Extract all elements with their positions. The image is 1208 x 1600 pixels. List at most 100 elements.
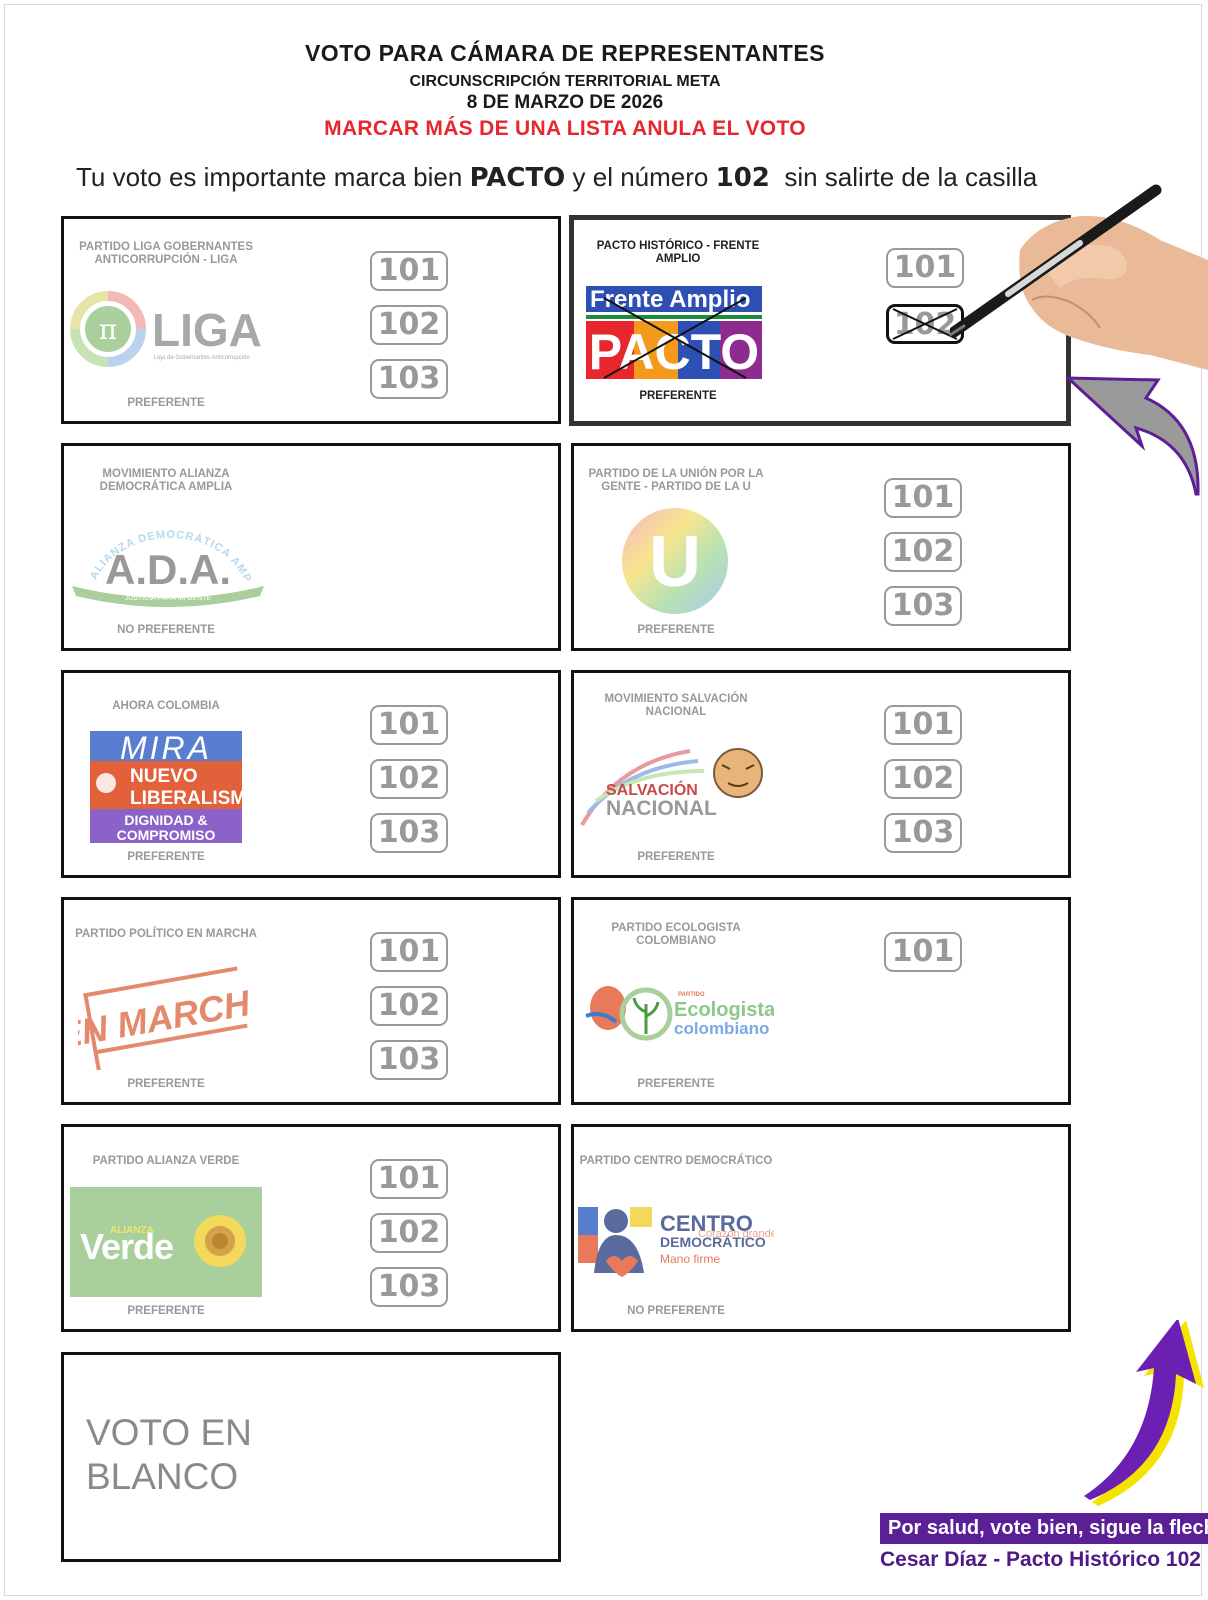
party-card-pacto[interactable]: PACTO HISTÓRICO - FRENTE AMPLIO Frente A… [569, 215, 1071, 426]
party-card-salvacion-nacional[interactable]: MOVIMIENTO SALVACIÓN NACIONAL SALVACIÓN … [571, 670, 1071, 878]
candidate-102[interactable]: 102 [370, 986, 448, 1026]
preferente-label: PREFERENTE [127, 851, 205, 863]
preferente-label: PREFERENTE [127, 1305, 205, 1317]
election-date: 8 DE MARZO DE 2026 [466, 92, 664, 113]
eco-partido-text: PARTIDO [678, 992, 705, 998]
candidate-103[interactable]: 103 [370, 359, 448, 399]
party-name: AHORA COLOMBIA [112, 700, 220, 712]
preferente-label: PREFERENTE [637, 1078, 715, 1090]
ada-logo-sub: JUSTICIA PARA MI GENTE [125, 595, 212, 602]
no-preferente-label: NO PREFERENTE [117, 624, 215, 636]
party-name: PARTIDO LIGA GOBERNANTES ANTICORRUPCIÓN … [79, 241, 253, 266]
nacional-text: NACIONAL [606, 797, 717, 820]
alianza-verde-logo: ALIANZA Verde [70, 1187, 262, 1297]
party-card-ahora-colombia[interactable]: AHORA COLOMBIA MIRA NUEVO LIBERALISMO DI… [61, 670, 561, 878]
blank-vote-label: VOTO EN BLANCO [86, 1411, 252, 1499]
party-name: PARTIDO POLÍTICO EN MARCHA [75, 928, 257, 940]
candidate-103[interactable]: 103 [884, 586, 962, 626]
candidate-101[interactable]: 101 [370, 251, 448, 291]
party-name: MOVIMIENTO ALIANZA DEMOCRÁTICA AMPLIA [99, 468, 233, 493]
candidate-103[interactable]: 103 [370, 813, 448, 853]
candidate-101[interactable]: 101 [884, 932, 962, 972]
candidate-102[interactable]: 102 [370, 305, 448, 345]
candidate-101[interactable]: 101 [370, 1159, 448, 1199]
verde-text: Verde [80, 1226, 173, 1267]
circunscripcion: CIRCUNSCRIPCIÓN TERRITORIAL META [409, 73, 721, 90]
party-name: PARTIDO ALIANZA VERDE [92, 1155, 240, 1167]
ada-logo: ALIANZA DEMOCRÁTICA AMPLIA A.D.A. JUSTIC… [66, 505, 266, 610]
hand-with-pen-icon [950, 184, 1208, 370]
party-card-ecologista[interactable]: PARTIDO ECOLOGISTA COLOMBIANO PARTIDO Ec… [571, 897, 1071, 1105]
liga-logo-text: LIGA [152, 304, 262, 356]
intro-line: Tu voto es importante marca bien PACTO y… [76, 162, 1076, 193]
salvacion-text: SALVACIÓN [606, 780, 698, 799]
party-name: PARTIDO DE LA UNIÓN POR LA GENTE - PARTI… [588, 468, 764, 493]
pacto-logo-top: Frente Amplio [590, 286, 750, 313]
verde-alianza-text: ALIANZA [110, 1225, 154, 1236]
dignidad-text: DIGNIDAD & [124, 812, 207, 828]
eco-colombiano-text: colombiano [674, 1019, 769, 1038]
compromiso-text: COMPROMISO [117, 827, 216, 843]
party-name: MOVIMIENTO SALVACIÓN NACIONAL [604, 693, 748, 718]
ecologista-logo: PARTIDO Ecologista colombiano [578, 972, 776, 1052]
candidate-102[interactable]: 102 [884, 532, 962, 572]
intro-text-3: sin salirte de la casilla [784, 162, 1038, 192]
la-u-logo-text: U [649, 522, 701, 602]
party-name: PARTIDO CENTRO DEMOCRÁTICO [579, 1155, 773, 1167]
curved-arrow-purple-icon [1084, 1320, 1204, 1506]
party-card-liga[interactable]: PARTIDO LIGA GOBERNANTES ANTICORRUPCIÓN … [61, 216, 561, 424]
ballot-frame [4, 4, 1202, 1596]
candidate-103[interactable]: 103 [370, 1040, 448, 1080]
ada-logo-text: A.D.A. [105, 546, 231, 593]
party-card-ada[interactable]: MOVIMIENTO ALIANZA DEMOCRÁTICA AMPLIA AL… [61, 443, 561, 651]
candidate-101[interactable]: 101 [370, 705, 448, 745]
party-card-la-u[interactable]: PARTIDO DE LA UNIÓN POR LA GENTE - PARTI… [571, 443, 1071, 651]
pacto-logo: Frente Amplio PACTO [586, 286, 766, 382]
mano-firme-text: Mano firme [660, 1252, 720, 1266]
candidate-103[interactable]: 103 [370, 1267, 448, 1307]
en-marcha-text: ¡EN MARCHA! [78, 976, 248, 1059]
candidate-102[interactable]: 102 [370, 1213, 448, 1253]
liga-logo-sub: Liga de Gobernantes Anticorrupción [154, 355, 250, 361]
no-preferente-label: NO PREFERENTE [627, 1305, 725, 1317]
ahora-colombia-logo: MIRA NUEVO LIBERALISMO DIGNIDAD & COMPRO… [90, 730, 261, 843]
la-u-logo: U [620, 506, 730, 616]
party-card-alianza-verde[interactable]: PARTIDO ALIANZA VERDE ALIANZA Verde PREF… [61, 1124, 561, 1332]
intro-text-1: Tu voto es importante marca bien [76, 162, 463, 192]
candidate-101[interactable]: 101 [884, 705, 962, 745]
curved-arrow-gray-icon [1066, 376, 1200, 496]
candidate-101[interactable]: 101 [370, 932, 448, 972]
intro-number: 102 [715, 163, 770, 193]
candidate-102[interactable]: 102 [884, 759, 962, 799]
party-name: PACTO HISTÓRICO - FRENTE AMPLIO [596, 240, 760, 265]
liberalismo-text: LIBERALISMO [130, 788, 242, 809]
liga-logo: π LIGA Liga de Gobernantes Anticorrupció… [70, 291, 270, 371]
ballot-title: VOTO PARA CÁMARA DE REPRESENTANTES [304, 40, 826, 66]
centro-text: CENTRO [660, 1211, 753, 1236]
blank-vote-line1: VOTO EN [86, 1412, 252, 1453]
intro-text-2: y el número [572, 162, 709, 192]
footer-slogan: Por salud, vote bien, sigue la flecha [880, 1513, 1208, 1544]
preferente-label: PREFERENTE [127, 397, 205, 409]
eco-ecologista-text: Ecologista [674, 999, 774, 1021]
salvacion-nacional-logo: SALVACIÓN NACIONAL [578, 743, 774, 833]
candidate-103[interactable]: 103 [884, 813, 962, 853]
intro-pacto: PACTO [469, 163, 566, 193]
blank-vote-line2: BLANCO [86, 1456, 239, 1497]
democratico-text: DEMOCRÁTICO [660, 1234, 766, 1250]
candidate-102[interactable]: 102 [370, 759, 448, 799]
corazon-grande-text: Corazón grande [698, 1228, 774, 1240]
party-card-centro-democratico[interactable]: PARTIDO CENTRO DEMOCRÁTICO CENTRO DEMOCR… [571, 1124, 1071, 1332]
candidate-101[interactable]: 101 [886, 248, 964, 288]
footer-candidate: Cesar Díaz - Pacto Histórico 102 [880, 1548, 1201, 1571]
candidate-101[interactable]: 101 [884, 478, 962, 518]
mira-text: MIRA [120, 731, 212, 766]
blank-vote-card[interactable]: VOTO EN BLANCO [61, 1352, 561, 1562]
party-card-en-marcha[interactable]: PARTIDO POLÍTICO EN MARCHA ¡EN MARCHA! P… [43, 897, 561, 1105]
preferente-label: PREFERENTE [127, 1078, 205, 1090]
svg-text:π: π [99, 313, 117, 346]
party-name: PARTIDO ECOLOGISTA COLOMBIANO [611, 922, 741, 947]
preferente-label: PREFERENTE [639, 390, 717, 402]
preferente-label: PREFERENTE [637, 624, 715, 636]
preferente-label: PREFERENTE [637, 851, 715, 863]
